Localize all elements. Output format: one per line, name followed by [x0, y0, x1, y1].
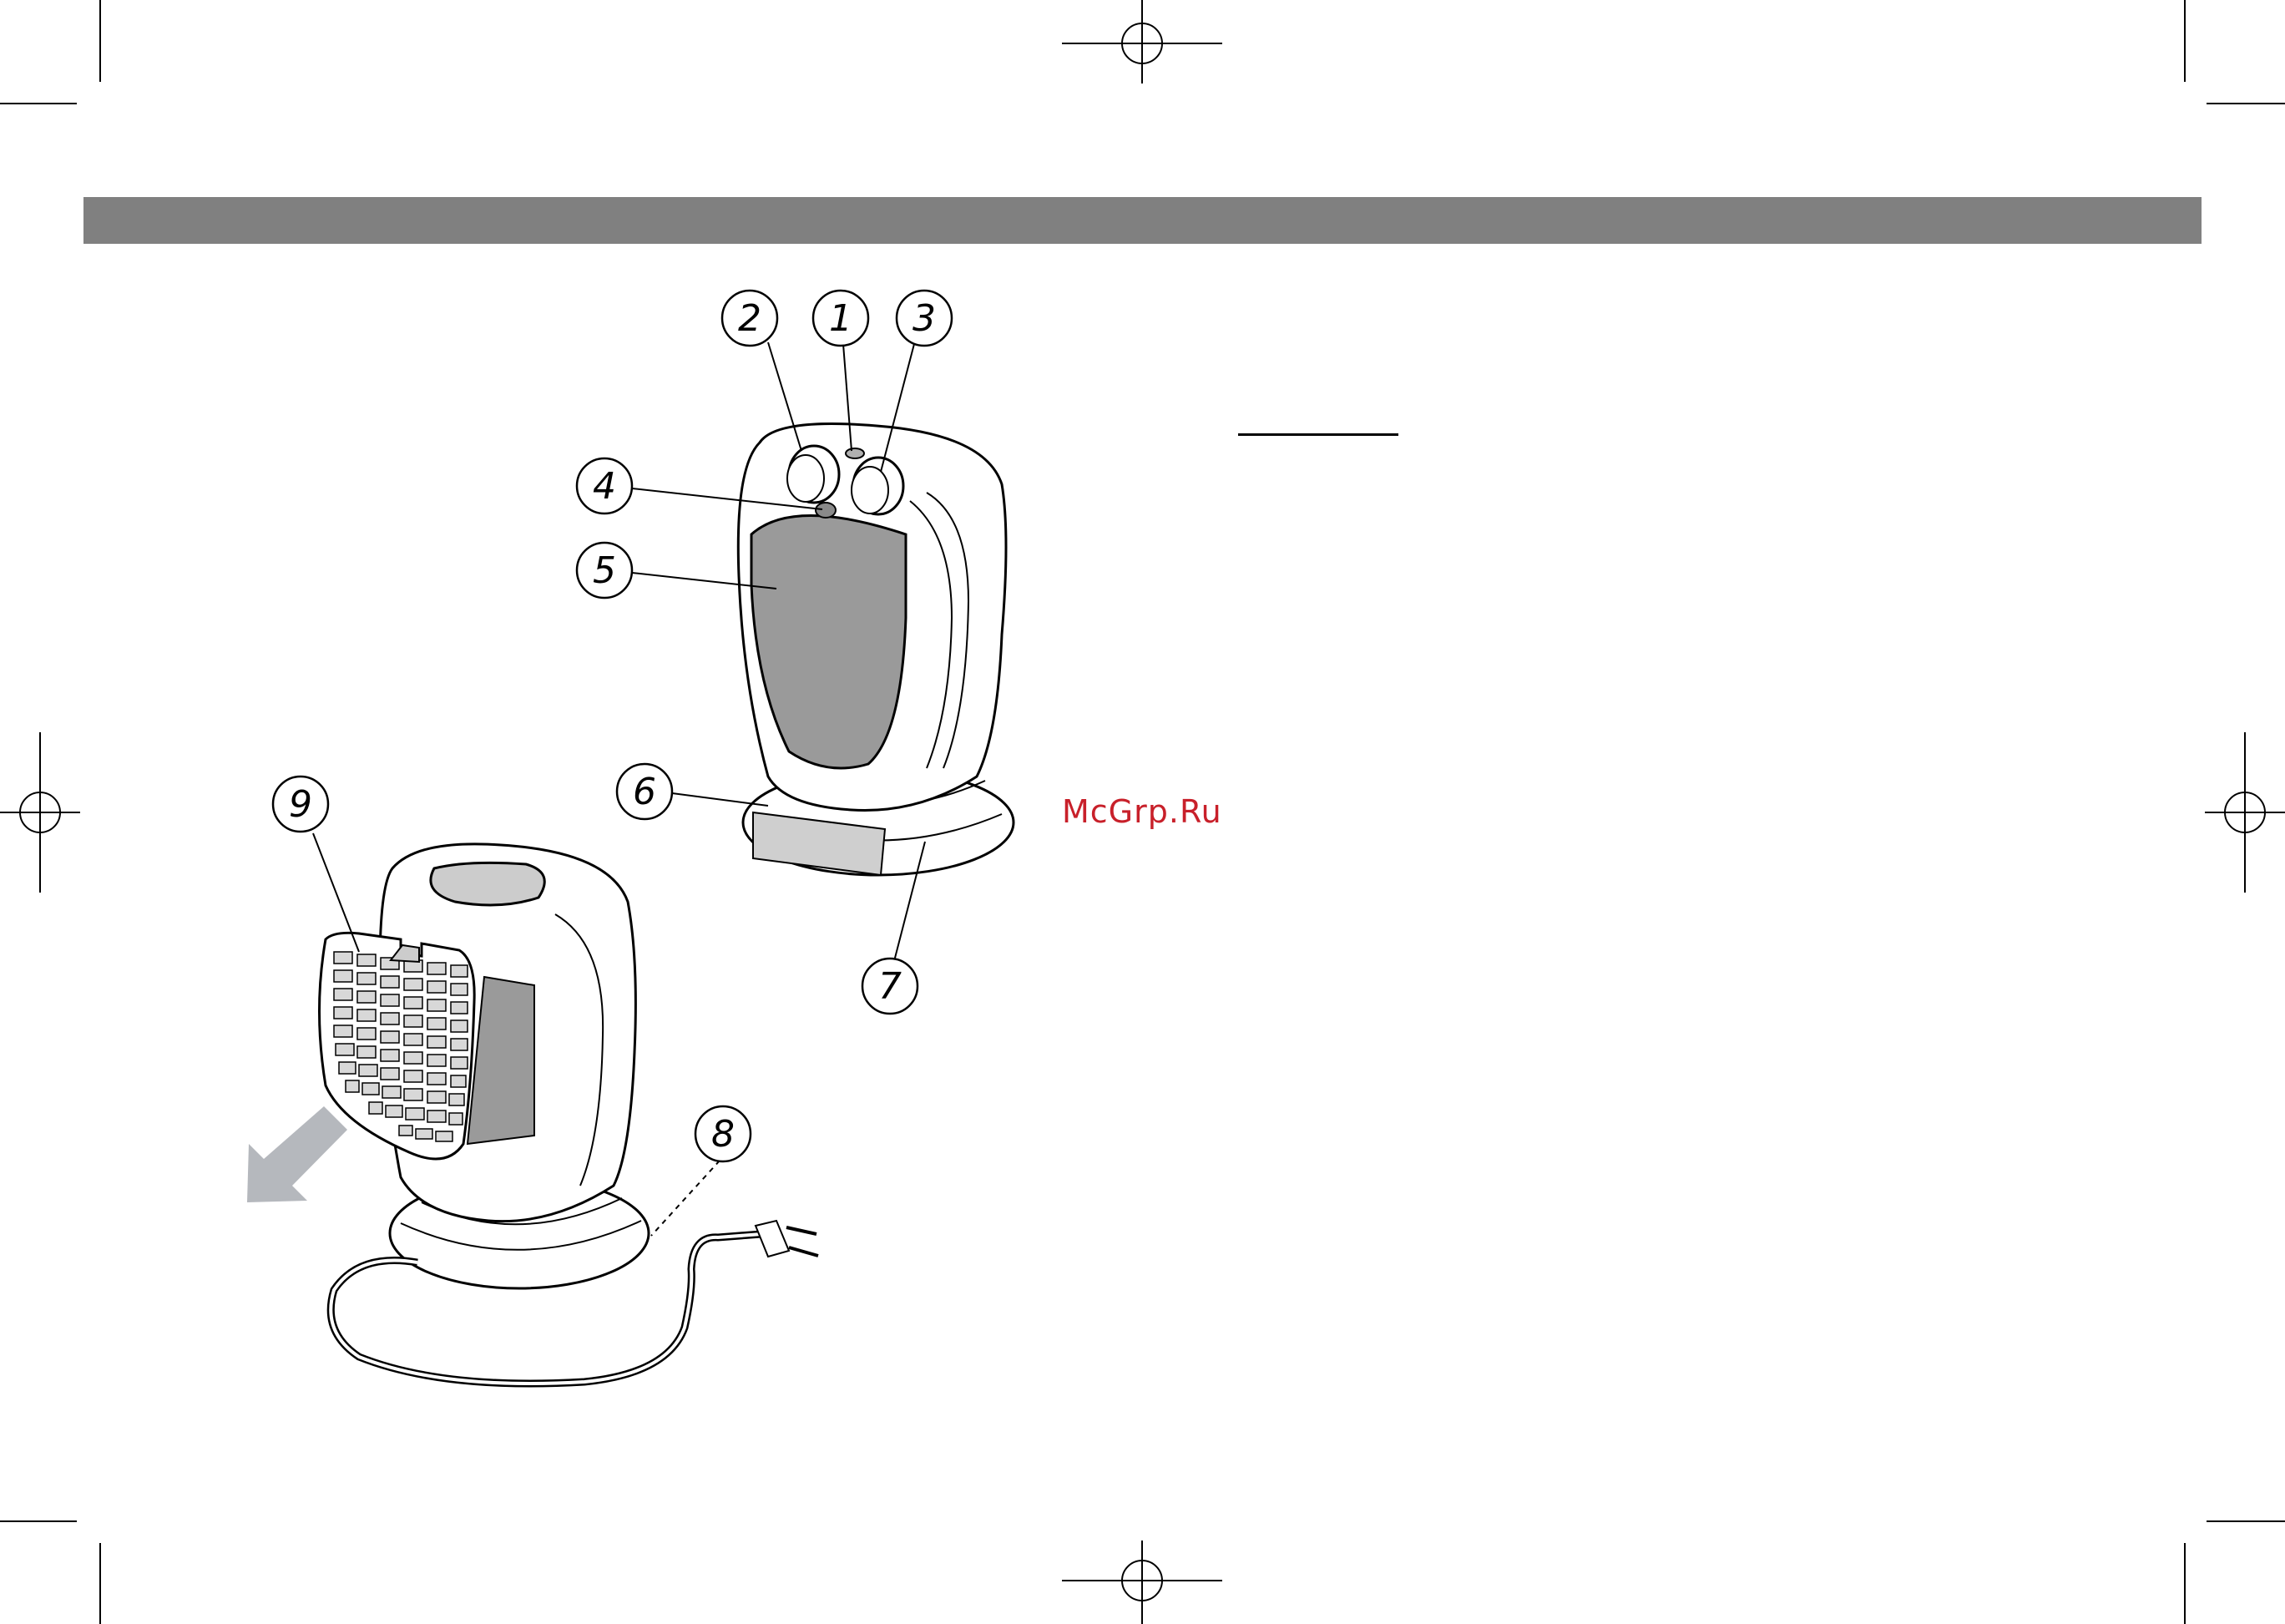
callout-9: 9 — [273, 777, 328, 832]
callout-8: 8 — [695, 1106, 751, 1161]
removal-arrow — [247, 1106, 347, 1202]
callout-5: 5 — [577, 543, 632, 598]
callout-1: 1 — [813, 291, 868, 346]
svg-text:5: 5 — [593, 549, 616, 592]
callout-2: 2 — [722, 291, 777, 346]
callout-4: 4 — [577, 458, 632, 514]
svg-text:6: 6 — [633, 771, 656, 813]
registration-mark-top — [1062, 0, 1222, 83]
registration-mark-left — [0, 732, 80, 893]
svg-text:1: 1 — [829, 297, 852, 340]
svg-text:4: 4 — [593, 465, 616, 508]
svg-text:2: 2 — [738, 297, 761, 340]
registration-mark-right — [2205, 732, 2285, 893]
callout-6: 6 — [617, 764, 672, 819]
svg-text:9: 9 — [289, 783, 312, 826]
svg-text:8: 8 — [711, 1113, 735, 1156]
heater-front-illustration — [738, 424, 1014, 876]
registration-mark-bottom — [1062, 1541, 1222, 1624]
svg-text:7: 7 — [878, 965, 902, 1008]
callout-7: 7 — [862, 959, 918, 1014]
callout-3: 3 — [897, 291, 952, 346]
svg-text:3: 3 — [912, 297, 936, 340]
